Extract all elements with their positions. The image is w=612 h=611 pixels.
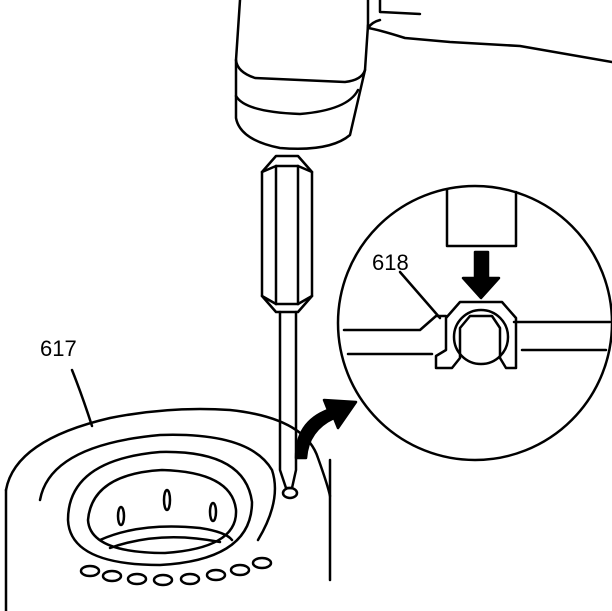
seal-spring: [452, 308, 510, 366]
installer-tool: [445, 188, 518, 248]
mallet: [234, 0, 612, 150]
detail-circle: [336, 184, 612, 462]
mallet-handle-grip: [366, 18, 382, 30]
leader-618: [398, 270, 442, 320]
housing-bore-outer: [66, 450, 254, 567]
press-arrow: [461, 250, 501, 300]
leader-617: [70, 368, 94, 428]
housing-inner-ring: [38, 433, 277, 542]
punch-tool: [260, 154, 314, 490]
mallet-head-top: [234, 0, 370, 84]
seal-cross-section: [434, 300, 518, 370]
callout-618: 618: [372, 250, 409, 275]
detail-view: [336, 184, 612, 462]
mallet-head-face: [234, 58, 367, 150]
punch-shaft: [278, 310, 298, 490]
housing-perforations: [79, 556, 273, 587]
housing-bore-inner: [86, 468, 238, 555]
housing-bore-step: [98, 525, 234, 542]
housing-seal-hole: [281, 486, 299, 500]
mallet-handle: [366, 0, 612, 64]
callout-617: 617: [40, 336, 77, 361]
mallet-handle-top: [378, 0, 422, 16]
housing: [4, 368, 332, 611]
mallet-face-band: [234, 88, 360, 116]
detail-arrow-head: [294, 398, 358, 460]
detail-arrow: [294, 398, 358, 460]
housing-outer-top-rim: [4, 407, 332, 498]
punch-handle: [260, 154, 314, 314]
